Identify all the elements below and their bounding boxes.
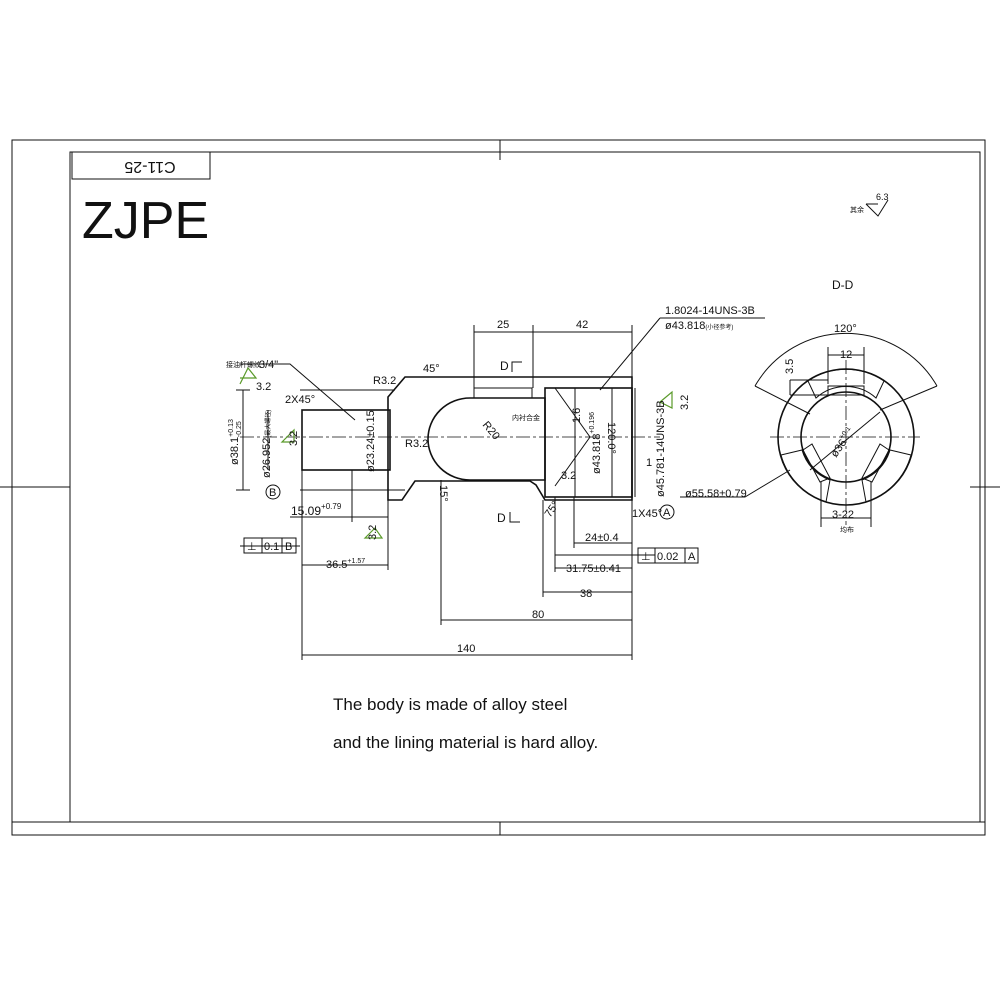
pipe-thread-size: 3/4" bbox=[259, 359, 278, 371]
dim-r3-2-top: R3.2 bbox=[373, 375, 396, 387]
note-line-2: and the lining material is hard alloy. bbox=[333, 733, 598, 752]
dim-120-deg: 120.0° bbox=[605, 422, 617, 454]
roughness-value: 3.2 bbox=[367, 525, 379, 540]
svg-text:B: B bbox=[269, 487, 276, 499]
dim-80: 80 bbox=[532, 609, 544, 621]
pipe-thread-label: 接油杆螺纹 bbox=[226, 360, 261, 369]
dim-r3-2-inner: R3.2 bbox=[405, 438, 428, 450]
section-depth: 3.5 bbox=[784, 359, 796, 374]
dim-31-75: 31.75±0.41 bbox=[566, 563, 621, 575]
datum-b: B bbox=[265, 484, 281, 500]
dim-chamfer-2x45: 2X45° bbox=[285, 394, 315, 406]
dimension-lines bbox=[236, 317, 791, 660]
dim-dia43: ø43.818+0.196 bbox=[589, 412, 603, 474]
dim-15-09: 15.09+0.79 bbox=[291, 502, 342, 518]
surface-finish-other-label: 其余 bbox=[850, 205, 864, 214]
drawing-frame bbox=[0, 139, 1000, 836]
section-dia: ø36+0.1 bbox=[828, 425, 858, 459]
section-arrow-bottom bbox=[509, 512, 520, 523]
roughness-marks-icon bbox=[239, 366, 673, 539]
svg-text:0.1: 0.1 bbox=[264, 541, 279, 553]
dim-75-deg: 75° bbox=[543, 499, 562, 520]
section-slots: 3-22 bbox=[832, 509, 854, 521]
dim-45-deg: 45° bbox=[423, 363, 440, 375]
dim-140: 140 bbox=[457, 643, 475, 655]
dim-dia45-thread: ø45.781-14UNS-3B bbox=[655, 400, 667, 497]
roughness-value: 3.2 bbox=[561, 470, 576, 482]
section-arrow-top bbox=[511, 361, 522, 372]
roughness-value: 3.2 bbox=[288, 431, 300, 446]
svg-text:⊥: ⊥ bbox=[641, 551, 651, 563]
note-line-1: The body is made of alloy steel bbox=[333, 695, 567, 714]
roughness-value: 3.2 bbox=[256, 381, 271, 393]
section-label: D-D bbox=[832, 278, 854, 292]
roughness-value: 1.6 bbox=[571, 408, 583, 423]
dim-dia23: ø23.24±0.15 bbox=[365, 410, 377, 472]
dim-25: 25 bbox=[497, 319, 509, 331]
section-width: 12 bbox=[840, 349, 852, 361]
section-mark-bottom: D bbox=[497, 511, 506, 525]
dim-24: 24±0.4 bbox=[585, 532, 619, 544]
datum-a: A bbox=[659, 504, 675, 520]
dim-42: 42 bbox=[576, 319, 588, 331]
thread-minor-dia: ø43.818(小径参考) bbox=[665, 320, 733, 332]
lining-label: 内衬合金 bbox=[512, 413, 540, 422]
dim-r20: R20 bbox=[480, 419, 502, 442]
dim-dia38: ø38.1+0.13-0.25 bbox=[228, 419, 243, 465]
drawing-number: C11-25 bbox=[124, 158, 175, 175]
dim-dia26: ø26.952(最大螺径) bbox=[261, 410, 273, 478]
svg-text:A: A bbox=[663, 507, 671, 519]
svg-text:0.02: 0.02 bbox=[657, 551, 678, 563]
section-view bbox=[754, 332, 938, 527]
dim-38: 38 bbox=[580, 588, 592, 600]
part-main-view bbox=[240, 376, 660, 501]
dim-chamfer-1x45: 1X45° bbox=[632, 508, 662, 520]
section-slots-note: 均布 bbox=[840, 525, 854, 534]
tolerance-frame-a: ⊥ 0.02 A bbox=[637, 547, 699, 564]
svg-text:A: A bbox=[688, 551, 696, 563]
dim-36-5: 36.5+1.57 bbox=[326, 558, 365, 571]
svg-text:⊥: ⊥ bbox=[247, 541, 257, 553]
dim-dia55: ø55.58±0.79 bbox=[685, 488, 747, 500]
section-angle: 120° bbox=[834, 323, 857, 335]
surface-finish-other-value: 6.3 bbox=[876, 192, 889, 202]
roughness-symbol-icon bbox=[865, 199, 889, 217]
section-mark-top: D bbox=[500, 359, 509, 373]
roughness-value: 3.2 bbox=[679, 395, 691, 410]
svg-text:B: B bbox=[285, 541, 292, 553]
company-logo-text: ZJPE bbox=[82, 192, 209, 250]
tolerance-frame-b: ⊥ 0.1 B bbox=[243, 537, 297, 554]
dim-1: 1 bbox=[646, 457, 652, 469]
dim-15-deg: 15° bbox=[437, 485, 449, 502]
thread-callout: 1.8024-14UNS-3B bbox=[665, 305, 755, 317]
